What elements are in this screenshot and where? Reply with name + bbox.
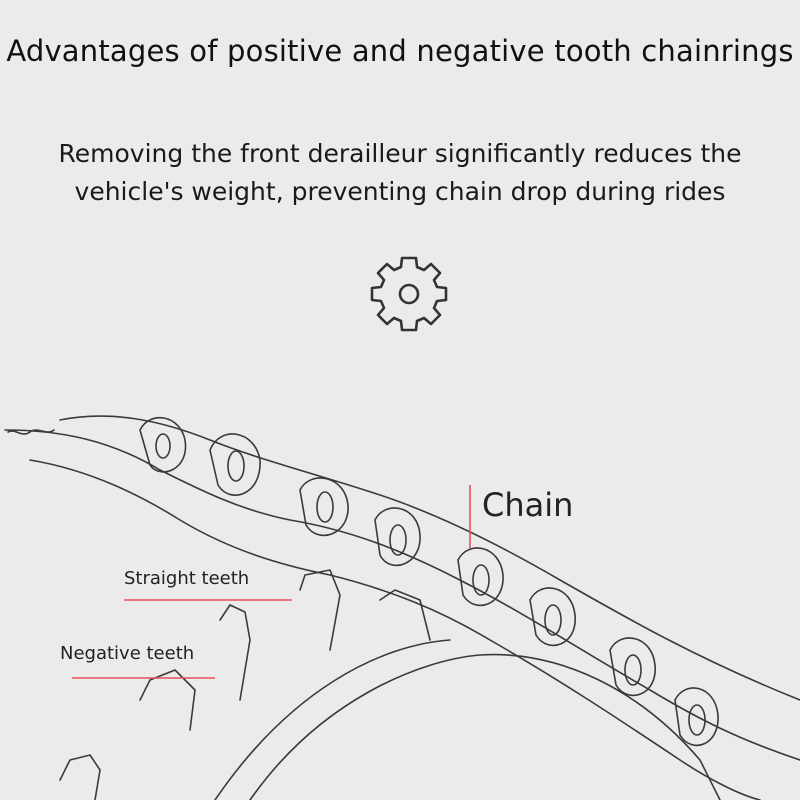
chain-link: [374, 507, 421, 567]
chain-outer-edge: [4, 429, 800, 761]
page-title: Advantages of positive and negative toot…: [6, 34, 794, 68]
chain-inner-edge: [29, 459, 761, 800]
chain-pin: [544, 604, 562, 636]
negative-teeth-label: Negative teeth: [60, 643, 195, 664]
chainring-outer-arc: [214, 639, 451, 800]
tooth: [299, 569, 341, 651]
chain-link: [609, 637, 656, 697]
chain-pin: [688, 704, 706, 736]
chain-pin: [316, 491, 334, 523]
chain-link: [299, 477, 349, 537]
gear-icon: [370, 256, 448, 332]
chain-pin: [155, 433, 171, 459]
chain-link: [674, 687, 719, 747]
chain-pin: [472, 564, 490, 596]
subtitle-line-1: Removing the front derailleur significan…: [58, 139, 742, 168]
chain-link: [209, 433, 261, 496]
chain-link: [529, 587, 576, 647]
chain-link: [457, 547, 504, 607]
chain-top-edge: [59, 415, 800, 701]
chain-link: [139, 416, 187, 473]
chain-pin: [624, 654, 642, 686]
straight-teeth-label: Straight teeth: [124, 568, 250, 589]
chain-pin: [227, 450, 245, 482]
subtitle-line-2: vehicle's weight, preventing chain drop …: [74, 177, 726, 206]
tooth: [59, 754, 101, 800]
tooth: [219, 604, 251, 701]
chain-label: Chain: [482, 486, 574, 524]
page-subtitle: Removing the front derailleur significan…: [30, 135, 770, 211]
chain-end-detail: [7, 429, 55, 435]
chain-pin: [389, 524, 407, 556]
tooth: [139, 669, 196, 731]
tooth: [379, 589, 431, 641]
chainring-inner-arc: [249, 653, 721, 800]
